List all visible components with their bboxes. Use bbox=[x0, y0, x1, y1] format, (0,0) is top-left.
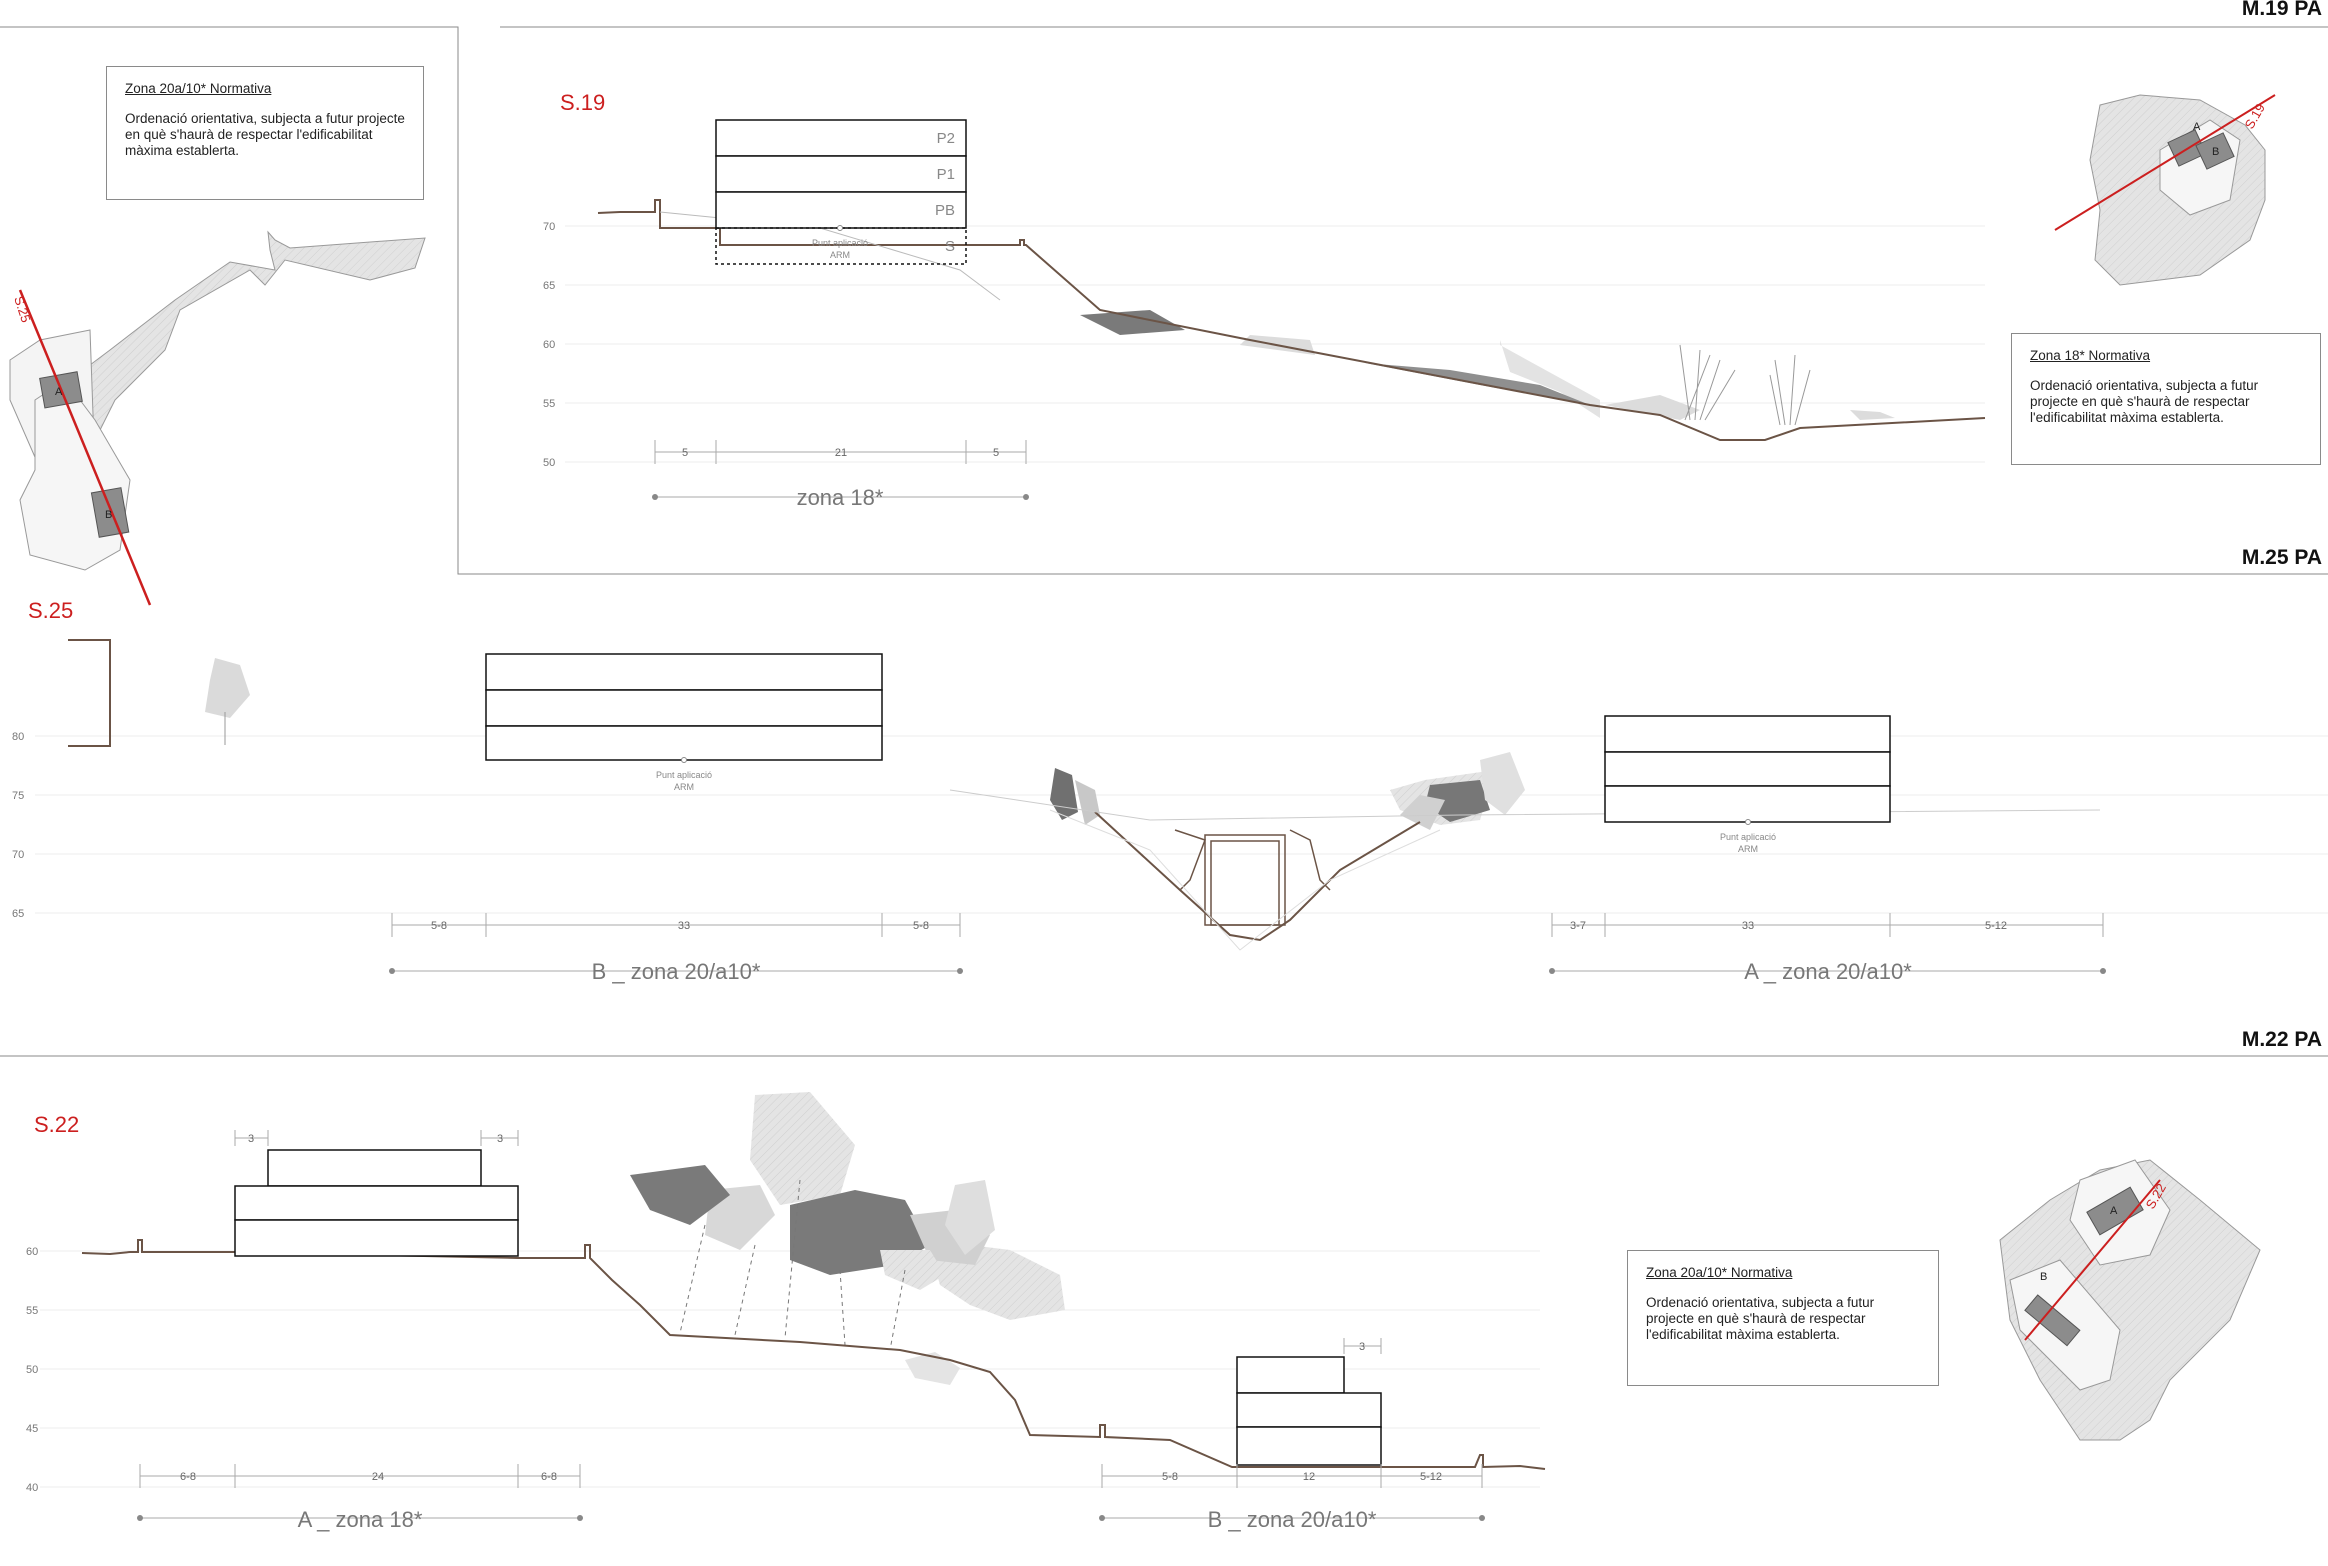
s25-dim-a-1: 3-7 bbox=[1570, 920, 1586, 932]
s22-building-b bbox=[1236, 1356, 1382, 1466]
keymap-s22-a: A bbox=[2110, 1205, 2118, 1217]
s25-elev-80: 80 bbox=[12, 731, 24, 743]
s22-terrain-line bbox=[81, 1239, 1546, 1470]
s25-elev-75: 75 bbox=[12, 790, 24, 802]
s22-dim-a-1: 6-8 bbox=[180, 1471, 196, 1483]
s19-elev-65: 65 bbox=[543, 280, 555, 292]
sheet-title-m19: M.19 PA bbox=[2242, 0, 2322, 20]
keymap-s22: S.22 A B bbox=[1999, 1159, 2261, 1441]
s22-trees bbox=[630, 1092, 1065, 1385]
note-title: Zona 20a/10* Normativa bbox=[125, 81, 272, 96]
note-zone-20a10-top: Zona 20a/10* Normativa Ordenació orienta… bbox=[106, 66, 424, 200]
s25-arm-a-1: Punt aplicació bbox=[1720, 832, 1776, 842]
s22-building-a bbox=[234, 1149, 519, 1257]
keymap-s22-b: B bbox=[2040, 1271, 2047, 1283]
s22-dim-b-2: 12 bbox=[1303, 1471, 1315, 1483]
s22-dim-top-3: 3 bbox=[1359, 1341, 1365, 1353]
section-s25-label: S.25 bbox=[28, 598, 73, 623]
s19-arm-1: Punt aplicació bbox=[812, 238, 868, 248]
note-zone-18: Zona 18* Normativa Ordenació orientativa… bbox=[2011, 333, 2321, 465]
s19-elev-55: 55 bbox=[543, 398, 555, 410]
s19-dim-3: 5 bbox=[993, 447, 999, 459]
s19-terrain-line bbox=[597, 199, 1986, 441]
s22-elev-45: 45 bbox=[26, 1423, 38, 1435]
note-body: Ordenació orientativa, subjecta a futur … bbox=[2030, 378, 2259, 425]
s22-elev-40: 40 bbox=[26, 1482, 38, 1494]
s25-arm-b-1: Punt aplicació bbox=[656, 770, 712, 780]
s25-dim-b-1: 5-8 bbox=[431, 920, 447, 932]
section-s22-label: S.22 bbox=[34, 1112, 79, 1137]
s25-dim-b-2: 33 bbox=[678, 920, 690, 932]
section-s22: S.22 60 55 50 45 40 bbox=[26, 1092, 1546, 1532]
keymap-s25: S.25 A B bbox=[9, 230, 426, 606]
keymap-s19: S.19 A B bbox=[2054, 94, 2276, 286]
s25-dim-b-3: 5-8 bbox=[913, 920, 929, 932]
s19-elev-70: 70 bbox=[543, 221, 555, 233]
s19-elev-60: 60 bbox=[543, 339, 555, 351]
s22-dim-top-2: 3 bbox=[497, 1133, 503, 1145]
s25-zone-b: B _ zona 20/a10* bbox=[592, 959, 761, 984]
s25-dim-a-2: 33 bbox=[1742, 920, 1754, 932]
s19-dim-2: 21 bbox=[835, 447, 847, 459]
s19-reeds bbox=[1679, 344, 1811, 426]
keymap-s25-cut: S.25 bbox=[11, 294, 34, 324]
s25-zone-a: A _ zona 20/a10* bbox=[1744, 959, 1912, 984]
keymap-s25-a: A bbox=[55, 386, 63, 398]
s19-zone: zona 18* bbox=[797, 485, 884, 510]
s22-dim-b-3: 5-12 bbox=[1420, 1471, 1442, 1483]
sheet-title-m22: M.22 PA bbox=[2242, 1028, 2322, 1051]
s25-dim-a-3: 5-12 bbox=[1985, 920, 2007, 932]
s19-basement bbox=[715, 227, 967, 265]
frame-lines bbox=[0, 26, 2328, 1057]
note-body: Ordenació orientativa, subjecta a futur … bbox=[1646, 1295, 1875, 1342]
note-title: Zona 18* Normativa bbox=[2030, 348, 2151, 363]
section-s25: S.25 80 75 70 65 bbox=[12, 598, 2328, 984]
s25-building-b bbox=[485, 653, 883, 761]
s19-floor-pb: PB bbox=[935, 202, 955, 219]
s19-floor-p1: P1 bbox=[937, 166, 955, 183]
s19-elev-50: 50 bbox=[543, 457, 555, 469]
keymap-s25-b: B bbox=[105, 509, 112, 521]
section-s19-label: S.19 bbox=[560, 90, 605, 115]
s25-terrain-line bbox=[68, 639, 111, 747]
note-zone-20a10-bottom: Zona 20a/10* Normativa Ordenació orienta… bbox=[1627, 1250, 1939, 1386]
section-s19: S.19 70 65 60 55 50 bbox=[543, 90, 1986, 510]
s25-elev-65: 65 bbox=[12, 908, 24, 920]
s22-zone-b: B _ zona 20/a10* bbox=[1208, 1507, 1377, 1532]
s19-dim-1: 5 bbox=[682, 447, 688, 459]
keymap-s19-cut: S.19 bbox=[2242, 101, 2268, 132]
s22-zone-a: A _ zona 18* bbox=[298, 1507, 423, 1532]
s19-building bbox=[715, 119, 967, 229]
s25-bridge bbox=[1174, 829, 1331, 926]
s22-elev-55: 55 bbox=[26, 1305, 38, 1317]
keymap-s19-a: A bbox=[2193, 121, 2201, 133]
keymap-s19-b: B bbox=[2212, 146, 2219, 158]
s25-building-a bbox=[1604, 715, 1891, 823]
sheet-title-m25: M.25 PA bbox=[2242, 546, 2322, 569]
note-title: Zona 20a/10* Normativa bbox=[1646, 1265, 1793, 1280]
s22-dim-b-1: 5-8 bbox=[1162, 1471, 1178, 1483]
s22-elev-50: 50 bbox=[26, 1364, 38, 1376]
s25-arm-a-2: ARM bbox=[1738, 844, 1758, 854]
s19-floor-p2: P2 bbox=[937, 130, 955, 147]
s25-elev-70: 70 bbox=[12, 849, 24, 861]
s25-arm-b-2: ARM bbox=[674, 782, 694, 792]
s22-elev-60: 60 bbox=[26, 1246, 38, 1258]
s22-dim-a-2: 24 bbox=[372, 1471, 384, 1483]
s19-floor-s: S bbox=[945, 238, 955, 255]
s19-arm-2: ARM bbox=[830, 250, 850, 260]
note-body: Ordenació orientativa, subjecta a futur … bbox=[125, 111, 405, 158]
s22-dim-a-3: 6-8 bbox=[541, 1471, 557, 1483]
s22-dim-top-1: 3 bbox=[248, 1133, 254, 1145]
